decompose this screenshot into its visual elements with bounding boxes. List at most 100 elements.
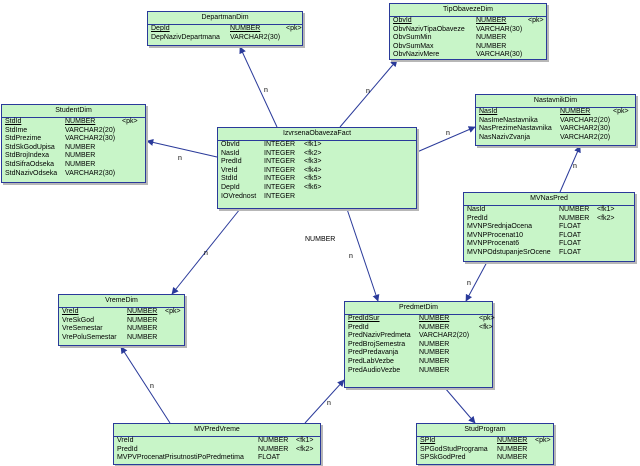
link-fact-predmet xyxy=(346,208,380,302)
attribute-type: NUMBER xyxy=(497,454,528,462)
attribute-type: NUMBER xyxy=(127,325,158,333)
link-mvnaspred-predmet xyxy=(465,261,488,302)
attribute-name: StdIme xyxy=(5,126,28,134)
entity-title: StudentDim xyxy=(2,105,145,118)
attribute-name: SPGodStudPrograma xyxy=(420,445,488,453)
attribute-key: <pk> xyxy=(122,118,138,125)
cardinality-n-student: n xyxy=(178,155,182,162)
attribute-name: DepNazivDepartmana xyxy=(151,33,220,41)
attribute-type: NUMBER xyxy=(559,206,590,213)
attribute-key: <fk> xyxy=(479,323,493,331)
attribute-name: MVNPProcenat6 xyxy=(467,240,520,248)
attribute-row: VreSemestar NUMBER xyxy=(59,325,184,334)
attribute-key: <fk1> xyxy=(597,206,615,213)
attribute-name: VreSemestar xyxy=(62,325,103,333)
link-predmet-studprogram xyxy=(444,387,476,424)
attribute-name: DepId xyxy=(221,183,240,191)
link-fact-student xyxy=(146,138,218,158)
attribute-type: FLOAT xyxy=(559,240,582,248)
attribute-type: NUMBER xyxy=(258,437,289,444)
attribute-name: PredNazivPredmeta xyxy=(348,332,411,340)
attribute-key: <fk2> xyxy=(304,149,322,157)
attribute-key: <fk5> xyxy=(304,175,322,183)
attribute-name: MVNPProcenat10 xyxy=(467,231,524,239)
attribute-type: NUMBER xyxy=(419,340,450,348)
attribute-name: PredId xyxy=(467,214,488,222)
attribute-name: DepId xyxy=(151,25,170,32)
attribute-name: PredPredavanja xyxy=(348,349,399,357)
attribute-name: ObvSumMin xyxy=(393,34,432,42)
attribute-name: MVNPSrednjaOcena xyxy=(467,223,532,231)
entity-title: VremeDim xyxy=(59,295,184,308)
entity-title: DepartmanDim xyxy=(148,12,302,25)
attribute-type: VARCHAR(30) xyxy=(476,25,523,33)
link-fact-vreme xyxy=(171,208,241,295)
cardinality-n-mvpredvreme-pred: n xyxy=(327,400,331,407)
attribute-name: ObvNazivMere xyxy=(393,51,440,59)
attribute-name: PredBrojSemestra xyxy=(348,340,406,348)
link-mvpredvreme-vreme xyxy=(120,346,171,424)
link-fact-departman xyxy=(239,46,278,128)
attribute-type: NUMBER xyxy=(419,366,450,374)
attribute-name: NasId xyxy=(467,206,486,213)
attribute-key: <pk> xyxy=(528,17,544,24)
attribute-type: NUMBER xyxy=(258,445,289,453)
attribute-name: PredId xyxy=(221,158,242,166)
attribute-key: <fk2> xyxy=(597,214,615,222)
attribute-type: NUMBER xyxy=(559,214,590,222)
attribute-key: <fk3> xyxy=(304,158,322,166)
attribute-key: <pk> xyxy=(479,315,495,322)
attribute-type: INTEGER xyxy=(264,192,296,200)
attribute-name: SPSkGodPred xyxy=(420,454,466,462)
attribute-type: INTEGER xyxy=(264,175,296,183)
attribute-name: VreId xyxy=(117,437,134,444)
attribute-type: VARCHAR2(30) xyxy=(65,135,116,143)
attribute-type: VARCHAR2(30) xyxy=(65,169,116,177)
link-fact-tipobaveze xyxy=(339,59,398,128)
attribute-type: NUMBER xyxy=(127,308,158,315)
attribute-name: StdSifraOdseka xyxy=(5,160,55,168)
attribute-name: IOVrednost xyxy=(221,192,257,200)
attribute-name: NasNazivZvanja xyxy=(479,133,530,141)
cardinality-n-nastavnik: n xyxy=(446,130,450,137)
cardinality-n-tipobaveze: n xyxy=(366,88,370,95)
attribute-type: NUMBER xyxy=(476,34,507,42)
attribute-type: NUMBER xyxy=(230,25,261,32)
entity-title: PredmetDim xyxy=(345,302,492,315)
attribute-name: PredIdSur xyxy=(348,315,380,322)
attribute-key: <fk4> xyxy=(304,166,322,174)
attribute-type: INTEGER xyxy=(264,149,296,157)
attribute-type: NUMBER xyxy=(476,17,507,24)
attribute-type: NUMBER xyxy=(497,445,528,453)
attribute-name: NasId xyxy=(479,108,498,115)
attribute-type: FLOAT xyxy=(258,454,281,462)
attribute-key: <pk> xyxy=(165,308,181,315)
